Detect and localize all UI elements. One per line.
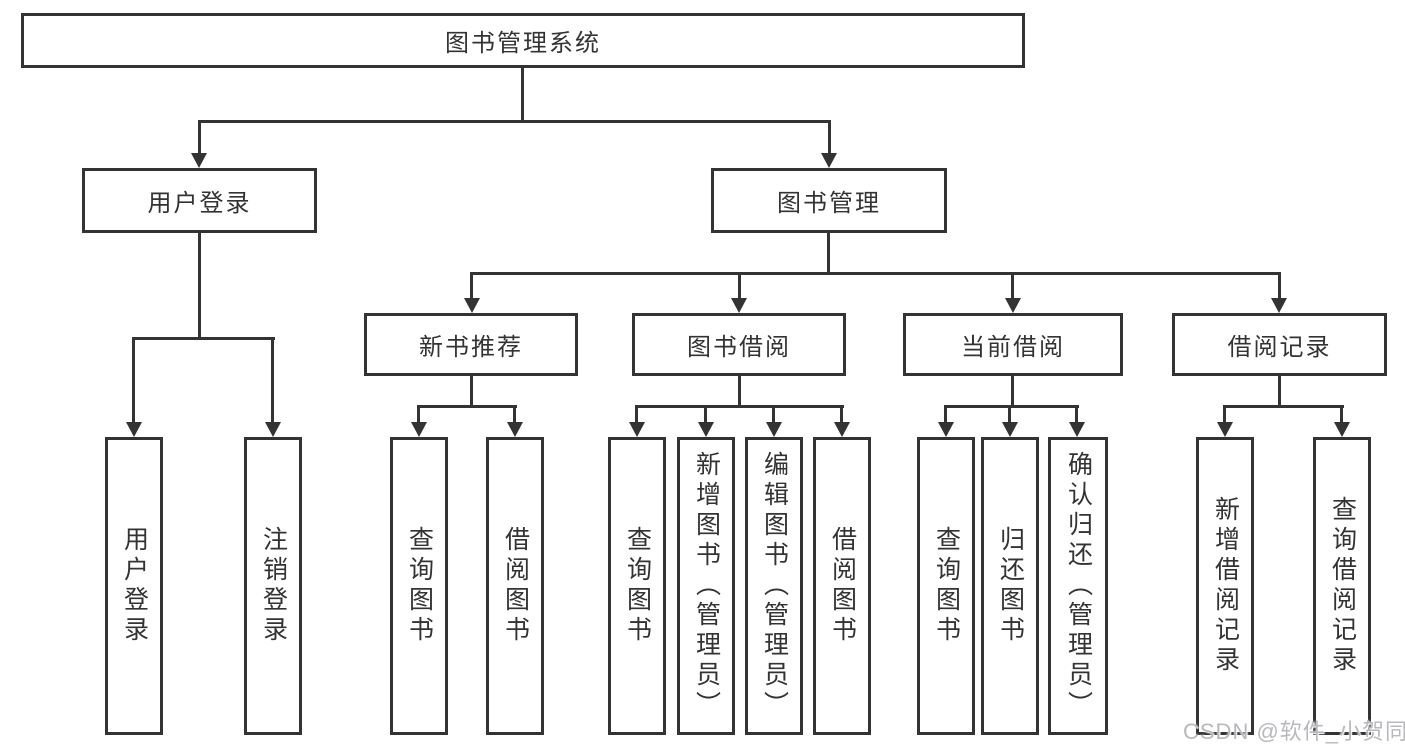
connector-segment	[1011, 376, 1014, 405]
node-label: 用户登录	[147, 190, 252, 217]
watermark: CSDN @软件_小贺同学	[1183, 719, 1405, 744]
arrowhead-down-icon	[1334, 422, 1350, 437]
arrowhead-down-icon	[938, 422, 954, 437]
connector-segment	[738, 272, 741, 300]
leaf-query-books-borrow: 查询图书	[608, 437, 666, 735]
arrowhead-down-icon	[698, 422, 714, 437]
connector-segment	[513, 405, 516, 424]
leaf-label: 查询图书	[405, 526, 434, 646]
node-book-borrow: 图书借阅	[632, 313, 846, 376]
leaf-borrow-books: 借阅图书	[813, 437, 871, 735]
connector-segment	[1340, 405, 1343, 424]
connector-segment	[704, 405, 707, 424]
leaf-query-books-recommend: 查询图书	[390, 437, 448, 735]
node-label: 图书借阅	[687, 334, 791, 361]
connector-segment	[1278, 376, 1281, 405]
leaf-label: 确认归还（管理员）	[1064, 451, 1093, 721]
connector-segment	[1011, 272, 1014, 300]
node-root: 图书管理系统	[21, 13, 1025, 68]
leaf-label: 查询借阅记录	[1328, 496, 1357, 676]
connector-segment	[840, 405, 843, 424]
leaf-label: 编辑图书（管理员）	[760, 451, 789, 721]
connector-segment	[827, 233, 830, 272]
node-label: 借阅记录	[1227, 334, 1332, 361]
arrowhead-down-icon	[766, 422, 782, 437]
connector-segment	[635, 405, 844, 408]
leaf-confirm-return-admin: 确认归还（管理员）	[1048, 437, 1108, 735]
connector-segment	[132, 337, 275, 340]
connector-segment	[417, 405, 517, 408]
leaf-logout: 注销登录	[244, 437, 302, 735]
arrowhead-down-icon	[1217, 422, 1233, 437]
node-root-label: 图书管理系统	[445, 30, 601, 57]
arrowhead-down-icon	[731, 298, 747, 313]
arrowhead-down-icon	[1069, 422, 1085, 437]
connector-segment	[1223, 405, 1226, 424]
node-current-borrow: 当前借阅	[903, 313, 1123, 376]
arrowhead-down-icon	[1002, 422, 1018, 437]
leaf-borrow-books-recommend: 借阅图书	[486, 437, 544, 735]
node-new-book-recommend: 新书推荐	[364, 313, 578, 376]
connector-segment	[944, 405, 947, 424]
node-borrow-records: 借阅记录	[1172, 313, 1387, 376]
arrowhead-down-icon	[464, 298, 480, 313]
leaf-return-book: 归还图书	[981, 437, 1039, 735]
leaf-label: 借阅图书	[828, 526, 857, 646]
leaf-label: 查询图书	[623, 526, 652, 646]
connector-segment	[470, 272, 473, 300]
node-label: 图书管理	[777, 190, 881, 217]
leaf-label: 归还图书	[996, 526, 1025, 646]
leaf-user-login: 用户登录	[105, 437, 163, 735]
node-user-login: 用户登录	[82, 168, 317, 233]
leaf-query-books-current: 查询图书	[917, 437, 975, 735]
connector-segment	[470, 272, 1281, 275]
arrowhead-down-icon	[1271, 298, 1287, 313]
arrowhead-down-icon	[834, 422, 850, 437]
connector-segment	[1278, 272, 1281, 300]
connector-segment	[417, 405, 420, 424]
leaf-label: 新增图书（管理员）	[692, 451, 721, 721]
node-label: 新书推荐	[419, 334, 523, 361]
arrowhead-down-icon	[629, 422, 645, 437]
leaf-add-book-admin: 新增图书（管理员）	[677, 437, 735, 735]
leaf-label: 用户登录	[120, 526, 149, 646]
connector-segment	[1223, 405, 1344, 408]
connector-segment	[132, 337, 135, 424]
connector-segment	[470, 376, 473, 405]
arrowhead-down-icon	[507, 422, 523, 437]
connector-segment	[271, 337, 274, 424]
connector-segment	[198, 120, 201, 155]
leaf-label: 新增借阅记录	[1211, 496, 1240, 676]
connector-segment	[521, 68, 524, 120]
leaf-add-borrow-record: 新增借阅记录	[1196, 437, 1254, 735]
connector-segment	[1075, 405, 1078, 424]
leaf-edit-book-admin: 编辑图书（管理员）	[745, 437, 803, 735]
arrowhead-down-icon	[126, 422, 142, 437]
connector-segment	[944, 405, 1079, 408]
connector-segment	[738, 376, 741, 405]
arrowhead-down-icon	[191, 153, 207, 168]
connector-segment	[198, 120, 831, 123]
arrowhead-down-icon	[411, 422, 427, 437]
leaf-label: 借阅图书	[501, 526, 530, 646]
connector-segment	[1008, 405, 1011, 424]
arrowhead-down-icon	[1005, 298, 1021, 313]
leaf-query-borrow-record: 查询借阅记录	[1313, 437, 1371, 735]
leaf-label: 注销登录	[259, 526, 288, 646]
arrowhead-down-icon	[265, 422, 281, 437]
connector-segment	[635, 405, 638, 424]
connector-segment	[198, 233, 201, 337]
node-book-management: 图书管理	[711, 168, 947, 233]
arrowhead-down-icon	[821, 153, 837, 168]
leaf-label: 查询图书	[932, 526, 961, 646]
connector-segment	[828, 120, 831, 155]
node-label: 当前借阅	[961, 334, 1065, 361]
connector-segment	[772, 405, 775, 424]
